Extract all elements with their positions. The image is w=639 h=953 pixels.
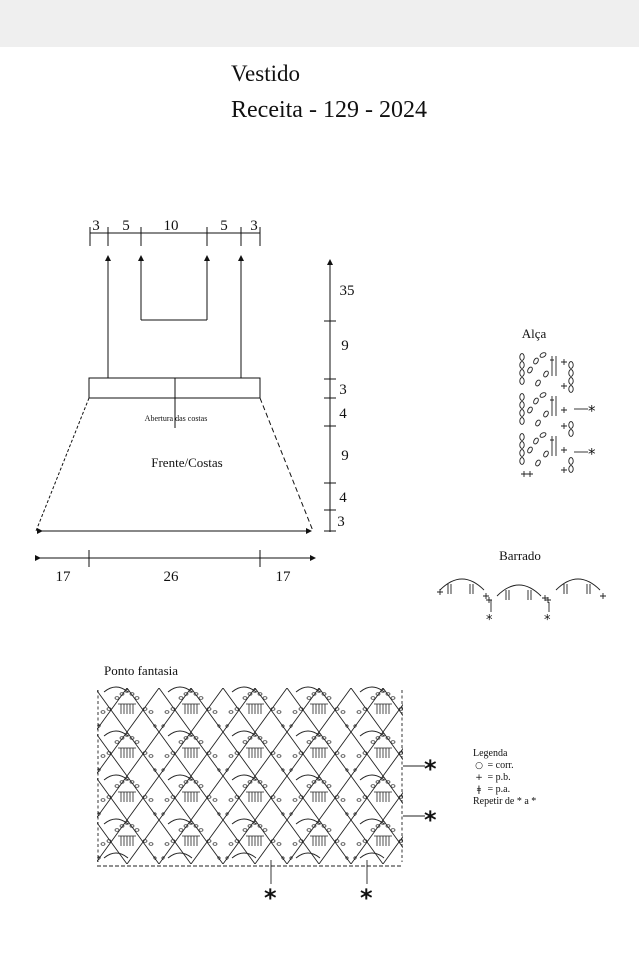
strap-repeat-mark-1: * <box>588 402 596 420</box>
fancy-repeat-mark-4: * <box>360 884 373 912</box>
fancy-stitch-label: Ponto fantasia <box>104 663 178 678</box>
side-measure-1: 35 <box>340 283 355 299</box>
fancy-repeat-mark-3: * <box>264 884 277 912</box>
pattern-subtitle: Receita - 129 - 2024 <box>231 97 427 123</box>
bottom-measure-3: 17 <box>276 569 292 585</box>
single-crochet-icon: + <box>475 773 483 783</box>
top-measure-3: 10 <box>164 218 179 234</box>
double-crochet-icon: ǂ <box>476 785 482 795</box>
fancy-repeat-mark-2: * <box>424 806 437 834</box>
top-bar <box>0 0 639 47</box>
bottom-measure-1: 17 <box>56 569 72 585</box>
border-label: Barrado <box>499 548 541 563</box>
strap-chart <box>519 352 588 477</box>
border-chart <box>437 578 606 612</box>
legend-item-text: = p.a. <box>487 784 511 795</box>
legend-item-text: = corr. <box>487 760 514 771</box>
fancy-repeat-mark-1: * <box>424 755 437 783</box>
side-measure-7: 3 <box>337 514 345 530</box>
chain-icon: ○ <box>475 761 483 771</box>
border-repeat-mark-1: * <box>486 613 493 628</box>
side-measure-5: 9 <box>341 448 349 464</box>
legend-item-double-crochet: ǂ = p.a. <box>473 784 536 796</box>
body-label: Frente/Costas <box>151 455 223 470</box>
side-measure-4: 4 <box>339 406 347 422</box>
top-measure-2: 5 <box>122 218 130 234</box>
top-measure-1: 3 <box>92 218 100 234</box>
legend-repeat: Repetir de * a * <box>473 796 537 807</box>
pattern-title: Vestido <box>231 61 300 86</box>
top-measure-4: 5 <box>220 218 228 234</box>
bottom-measure-2: 26 <box>164 569 180 585</box>
legend-item-chain: ○ = corr. <box>473 760 536 772</box>
legend-item-text: = p.b. <box>487 772 511 783</box>
strap-label: Alça <box>522 326 547 341</box>
strap-repeat-mark-2: * <box>588 445 596 463</box>
border-repeat-mark-2: * <box>544 613 551 628</box>
legend-title: Legenda <box>473 748 508 759</box>
legend-item-single-crochet: + = p.b. <box>473 772 536 784</box>
fancy-stitch-chart <box>97 686 425 884</box>
legend: Legenda ○ = corr. + = p.b. ǂ = p.a. Repe… <box>473 748 536 808</box>
side-measure-3: 3 <box>339 382 347 398</box>
side-measure-2: 9 <box>341 338 349 354</box>
top-measure-5: 3 <box>250 218 258 234</box>
back-opening-label: Abertura das costas <box>145 414 208 423</box>
side-measure-6: 4 <box>339 490 347 506</box>
dress-schematic <box>35 227 336 567</box>
